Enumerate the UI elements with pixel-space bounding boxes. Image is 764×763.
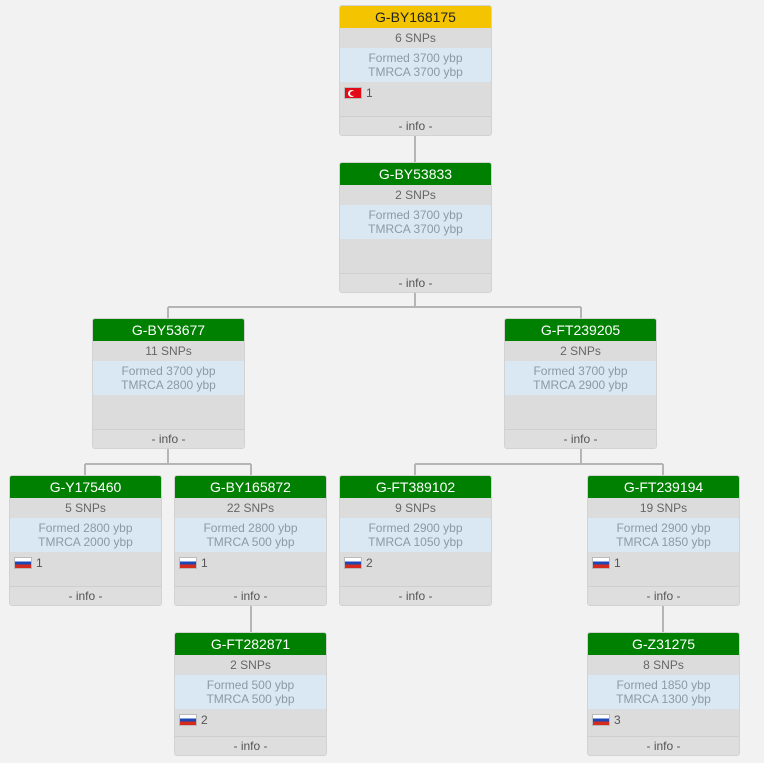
node-age: Formed 3700 ybp TMRCA 3700 ybp bbox=[340, 205, 491, 239]
node-formed: Formed 500 ybp bbox=[206, 678, 295, 692]
russia-flag-icon bbox=[14, 557, 32, 569]
node-snps: 6 SNPs bbox=[340, 28, 491, 48]
tree-node[interactable]: G-Z31275 8 SNPs Formed 1850 ybp TMRCA 13… bbox=[587, 632, 740, 756]
tree-node[interactable]: G-Y175460 5 SNPs Formed 2800 ybp TMRCA 2… bbox=[9, 475, 162, 606]
tree-node[interactable]: G-FT389102 9 SNPs Formed 2900 ybp TMRCA … bbox=[339, 475, 492, 606]
node-formed: Formed 3700 ybp bbox=[368, 208, 463, 222]
info-link[interactable]: - info - bbox=[93, 429, 244, 448]
info-link[interactable]: - info - bbox=[588, 736, 739, 755]
node-snps: 5 SNPs bbox=[10, 498, 161, 518]
node-countries: 2 bbox=[340, 552, 491, 586]
node-age: Formed 3700 ybp TMRCA 2800 ybp bbox=[93, 361, 244, 395]
node-formed: Formed 3700 ybp bbox=[121, 364, 216, 378]
node-formed: Formed 2900 ybp bbox=[368, 521, 463, 535]
russia-flag-icon bbox=[179, 557, 197, 569]
node-tmrca: TMRCA 1300 ybp bbox=[616, 692, 711, 706]
country-count: 1 bbox=[614, 556, 621, 570]
node-age: Formed 3700 ybp TMRCA 3700 ybp bbox=[340, 48, 491, 82]
node-title[interactable]: G-BY53677 bbox=[93, 319, 244, 341]
node-formed: Formed 3700 ybp bbox=[368, 51, 463, 65]
node-snps: 9 SNPs bbox=[340, 498, 491, 518]
tree-node[interactable]: G-FT239205 2 SNPs Formed 3700 ybp TMRCA … bbox=[504, 318, 657, 449]
node-title[interactable]: G-Y175460 bbox=[10, 476, 161, 498]
russia-flag-icon bbox=[592, 557, 610, 569]
node-title[interactable]: G-FT239205 bbox=[505, 319, 656, 341]
node-formed: Formed 3700 ybp bbox=[533, 364, 628, 378]
info-link[interactable]: - info - bbox=[505, 429, 656, 448]
node-title[interactable]: G-BY165872 bbox=[175, 476, 326, 498]
node-title[interactable]: G-FT389102 bbox=[340, 476, 491, 498]
node-formed: Formed 2800 ybp bbox=[38, 521, 133, 535]
node-title[interactable]: G-FT239194 bbox=[588, 476, 739, 498]
node-age: Formed 1850 ybp TMRCA 1300 ybp bbox=[588, 675, 739, 709]
node-tmrca: TMRCA 500 ybp bbox=[206, 692, 295, 706]
node-formed: Formed 2800 ybp bbox=[203, 521, 298, 535]
node-tmrca: TMRCA 1050 ybp bbox=[368, 535, 463, 549]
node-formed: Formed 2900 ybp bbox=[616, 521, 711, 535]
node-age: Formed 2800 ybp TMRCA 500 ybp bbox=[175, 518, 326, 552]
tree-node[interactable]: G-BY53833 2 SNPs Formed 3700 ybp TMRCA 3… bbox=[339, 162, 492, 293]
country-count: 1 bbox=[36, 556, 43, 570]
node-snps: 2 SNPs bbox=[340, 185, 491, 205]
node-tmrca: TMRCA 2800 ybp bbox=[121, 378, 216, 392]
node-snps: 19 SNPs bbox=[588, 498, 739, 518]
node-title[interactable]: G-BY168175 bbox=[340, 6, 491, 28]
node-age: Formed 2900 ybp TMRCA 1850 ybp bbox=[588, 518, 739, 552]
node-countries: 1 bbox=[340, 82, 491, 116]
country-count: 1 bbox=[201, 556, 208, 570]
node-snps: 2 SNPs bbox=[505, 341, 656, 361]
node-countries bbox=[505, 395, 656, 429]
russia-flag-icon bbox=[344, 557, 362, 569]
node-age: Formed 2900 ybp TMRCA 1050 ybp bbox=[340, 518, 491, 552]
info-link[interactable]: - info - bbox=[340, 273, 491, 292]
tree-node[interactable]: G-BY165872 22 SNPs Formed 2800 ybp TMRCA… bbox=[174, 475, 327, 606]
country-count: 1 bbox=[366, 86, 373, 100]
node-title[interactable]: G-BY53833 bbox=[340, 163, 491, 185]
node-title[interactable]: G-Z31275 bbox=[588, 633, 739, 655]
info-link[interactable]: - info - bbox=[588, 586, 739, 605]
node-snps: 2 SNPs bbox=[175, 655, 326, 675]
node-age: Formed 3700 ybp TMRCA 2900 ybp bbox=[505, 361, 656, 395]
node-snps: 11 SNPs bbox=[93, 341, 244, 361]
node-tmrca: TMRCA 1850 ybp bbox=[616, 535, 711, 549]
tree-node[interactable]: G-BY53677 11 SNPs Formed 3700 ybp TMRCA … bbox=[92, 318, 245, 449]
node-tmrca: TMRCA 500 ybp bbox=[206, 535, 295, 549]
node-tmrca: TMRCA 2900 ybp bbox=[533, 378, 628, 392]
node-countries: 1 bbox=[175, 552, 326, 586]
country-count: 2 bbox=[201, 713, 208, 727]
node-snps: 8 SNPs bbox=[588, 655, 739, 675]
node-countries bbox=[93, 395, 244, 429]
node-tmrca: TMRCA 3700 ybp bbox=[368, 222, 463, 236]
info-link[interactable]: - info - bbox=[10, 586, 161, 605]
info-link[interactable]: - info - bbox=[340, 116, 491, 135]
tree-node[interactable]: G-FT282871 2 SNPs Formed 500 ybp TMRCA 5… bbox=[174, 632, 327, 756]
country-count: 2 bbox=[366, 556, 373, 570]
node-snps: 22 SNPs bbox=[175, 498, 326, 518]
node-countries: 1 bbox=[10, 552, 161, 586]
country-count: 3 bbox=[614, 713, 621, 727]
info-link[interactable]: - info - bbox=[175, 736, 326, 755]
info-link[interactable]: - info - bbox=[340, 586, 491, 605]
node-countries: 1 bbox=[588, 552, 739, 586]
info-link[interactable]: - info - bbox=[175, 586, 326, 605]
russia-flag-icon bbox=[592, 714, 610, 726]
node-age: Formed 2800 ybp TMRCA 2000 ybp bbox=[10, 518, 161, 552]
russia-flag-icon bbox=[179, 714, 197, 726]
turkey-flag-icon bbox=[344, 87, 362, 99]
tree-node[interactable]: G-BY168175 6 SNPs Formed 3700 ybp TMRCA … bbox=[339, 5, 492, 136]
node-age: Formed 500 ybp TMRCA 500 ybp bbox=[175, 675, 326, 709]
node-formed: Formed 1850 ybp bbox=[616, 678, 711, 692]
node-countries bbox=[340, 239, 491, 273]
tree-node[interactable]: G-FT239194 19 SNPs Formed 2900 ybp TMRCA… bbox=[587, 475, 740, 606]
node-tmrca: TMRCA 3700 ybp bbox=[368, 65, 463, 79]
node-title[interactable]: G-FT282871 bbox=[175, 633, 326, 655]
node-tmrca: TMRCA 2000 ybp bbox=[38, 535, 133, 549]
